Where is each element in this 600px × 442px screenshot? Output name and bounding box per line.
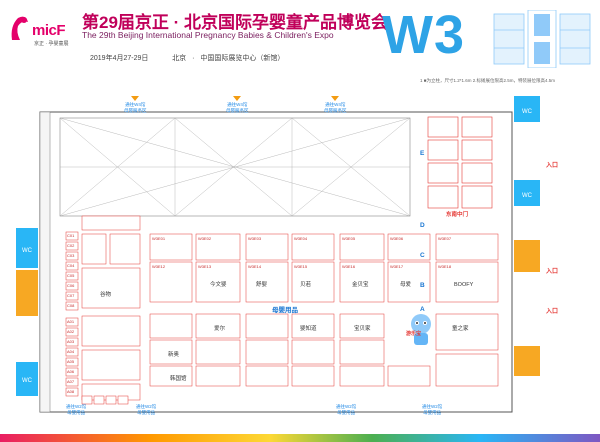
booth-id-row1: W3E03 [248,236,262,241]
booth-id-a: A08 [67,389,75,394]
booth-id-c: C04 [67,263,75,268]
gate-top-1[interactable]: 通往W4馆 母婴服务区 [124,96,147,113]
section-mother-baby: 母婴用品 [272,307,298,314]
booth-id-a: A02 [67,329,75,334]
booth-id-row2: W3E12 [152,264,166,269]
legend-note: 1 ■为立柱，尺寸1.2*1.6m 2.标摊展位限高2.5m，特装展位限高4.5… [420,78,555,83]
booth-id-c: C07 [67,293,75,298]
gate-bottom-4[interactable]: 通往W2馆 母婴用品 [422,404,443,415]
booth-id-row2: W3E18 [438,264,452,269]
booth-id-c: C05 [67,273,75,278]
mascot-label: 游乐宝 [406,331,422,337]
zone-label-c: C [420,252,425,259]
booth-exhibitor-name: BOOFY [454,282,474,288]
booth-id-c: C01 [67,233,75,238]
booth-id-row1: W3E02 [198,236,212,241]
arrow-down-icon [131,96,140,101]
expo-title-en: The 29th Beijing International Pregnancy… [82,30,334,40]
mascot-icon [411,314,431,345]
svg-text:WC: WC [522,109,533,115]
entrance-south-gate[interactable]: 东南中门 [446,212,469,218]
gate-bottom-2[interactable]: 通往W2馆 母婴用品 [136,404,157,415]
expo-logo: micF 京正 · 孕婴童展 [6,12,76,52]
booth-exhibitor-name: 母爱 [400,280,412,288]
header: micF 京正 · 孕婴童展 第29届京正 · 北京国际孕婴童产品博览会 The… [0,0,600,80]
expo-title-cn: 第29届京正 · 北京国际孕婴童产品博览会 [82,13,389,32]
booth-id-row2: W3E17 [390,264,404,269]
logo-subtext: 京正 · 孕婴童展 [34,41,69,47]
booth-id-row1: W3E01 [152,236,166,241]
booth-id-a: A06 [67,369,75,374]
booth-exhibitor-name: 金贝宝 [352,280,369,288]
booth-id-row2: W3E15 [294,264,308,269]
entrance-right-3[interactable]: 入口 [546,309,559,315]
entrance-right-2[interactable]: 入口 [546,269,559,275]
booth-exhibitor-name: 婴知道 [300,324,317,332]
booth-exhibitor-name: 谷物 [100,290,112,298]
svg-text:WC: WC [522,193,533,199]
svg-text:WC: WC [22,248,33,254]
booth-id-row1: W3E05 [342,236,356,241]
booth-id-c: C06 [67,283,75,288]
zone-label-a: A [420,306,425,313]
logo-text: micF [32,22,66,39]
expo-date: 2019年4月27-29日 [90,55,149,62]
zone-label-b: B [420,282,425,289]
booth-id-row1: W3E04 [294,236,308,241]
booth-exhibitor-name: 童之家 [452,324,469,332]
booth-id-c: C08 [67,303,75,308]
expo-venue: 北京 · 中国国际展览中心（新馆） [172,55,285,62]
gate-top-3[interactable]: 通往W4馆 母婴服务区 [324,96,347,113]
gate-bottom-3[interactable]: 通往W2馆 母婴用品 [336,404,357,415]
booth-exhibitor-name: 宝贝家 [354,324,371,332]
booth-id-row1: W3E06 [390,236,404,241]
venue-mini-map [492,10,592,68]
booth-exhibitor-name: 爱尔 [214,324,226,332]
booth-id-a: A05 [67,359,75,364]
booth-id-a: A01 [67,319,75,324]
booth-id-a: A04 [67,349,75,354]
entrance-right-1[interactable]: 入口 [546,163,559,169]
booth-id-row2: W3E14 [248,264,262,269]
booth-exhibitor-name: 贝若 [300,280,312,288]
arrow-down-icon [233,96,242,101]
zone-label-e: E [420,150,425,157]
booth-exhibitor-name: 今文婴 [210,280,227,288]
gate-bottom-1[interactable]: 通往W2馆 母婴用品 [66,404,87,415]
booth-exhibitor-name: 新奥 [168,350,180,358]
booth-id-c: C02 [67,243,75,248]
booth-exhibitor-name: 舒婴 [256,280,268,288]
booth-id-row2: W3E16 [342,264,356,269]
footer-color-bar [0,434,600,442]
zone-label-d: D [420,222,425,229]
booth-id-c: C03 [67,253,75,258]
booth-id-row2: W3E13 [198,264,212,269]
svg-text:WC: WC [22,378,33,384]
logo-mark-icon [11,16,28,40]
booth-id-row1: W3E07 [438,236,452,241]
booth-exhibitor-name: 韩国馆 [170,374,187,382]
booth-id-a: A03 [67,339,75,344]
arrow-down-icon [331,96,340,101]
booth-id-a: A07 [67,379,75,384]
gate-top-2[interactable]: 通往W4馆 母婴服务区 [226,96,249,113]
expo-date-venue: 2019年4月27-29日 北京 · 中国国际展览中心（新馆） [90,53,284,63]
hall-number: W3 [382,5,465,65]
